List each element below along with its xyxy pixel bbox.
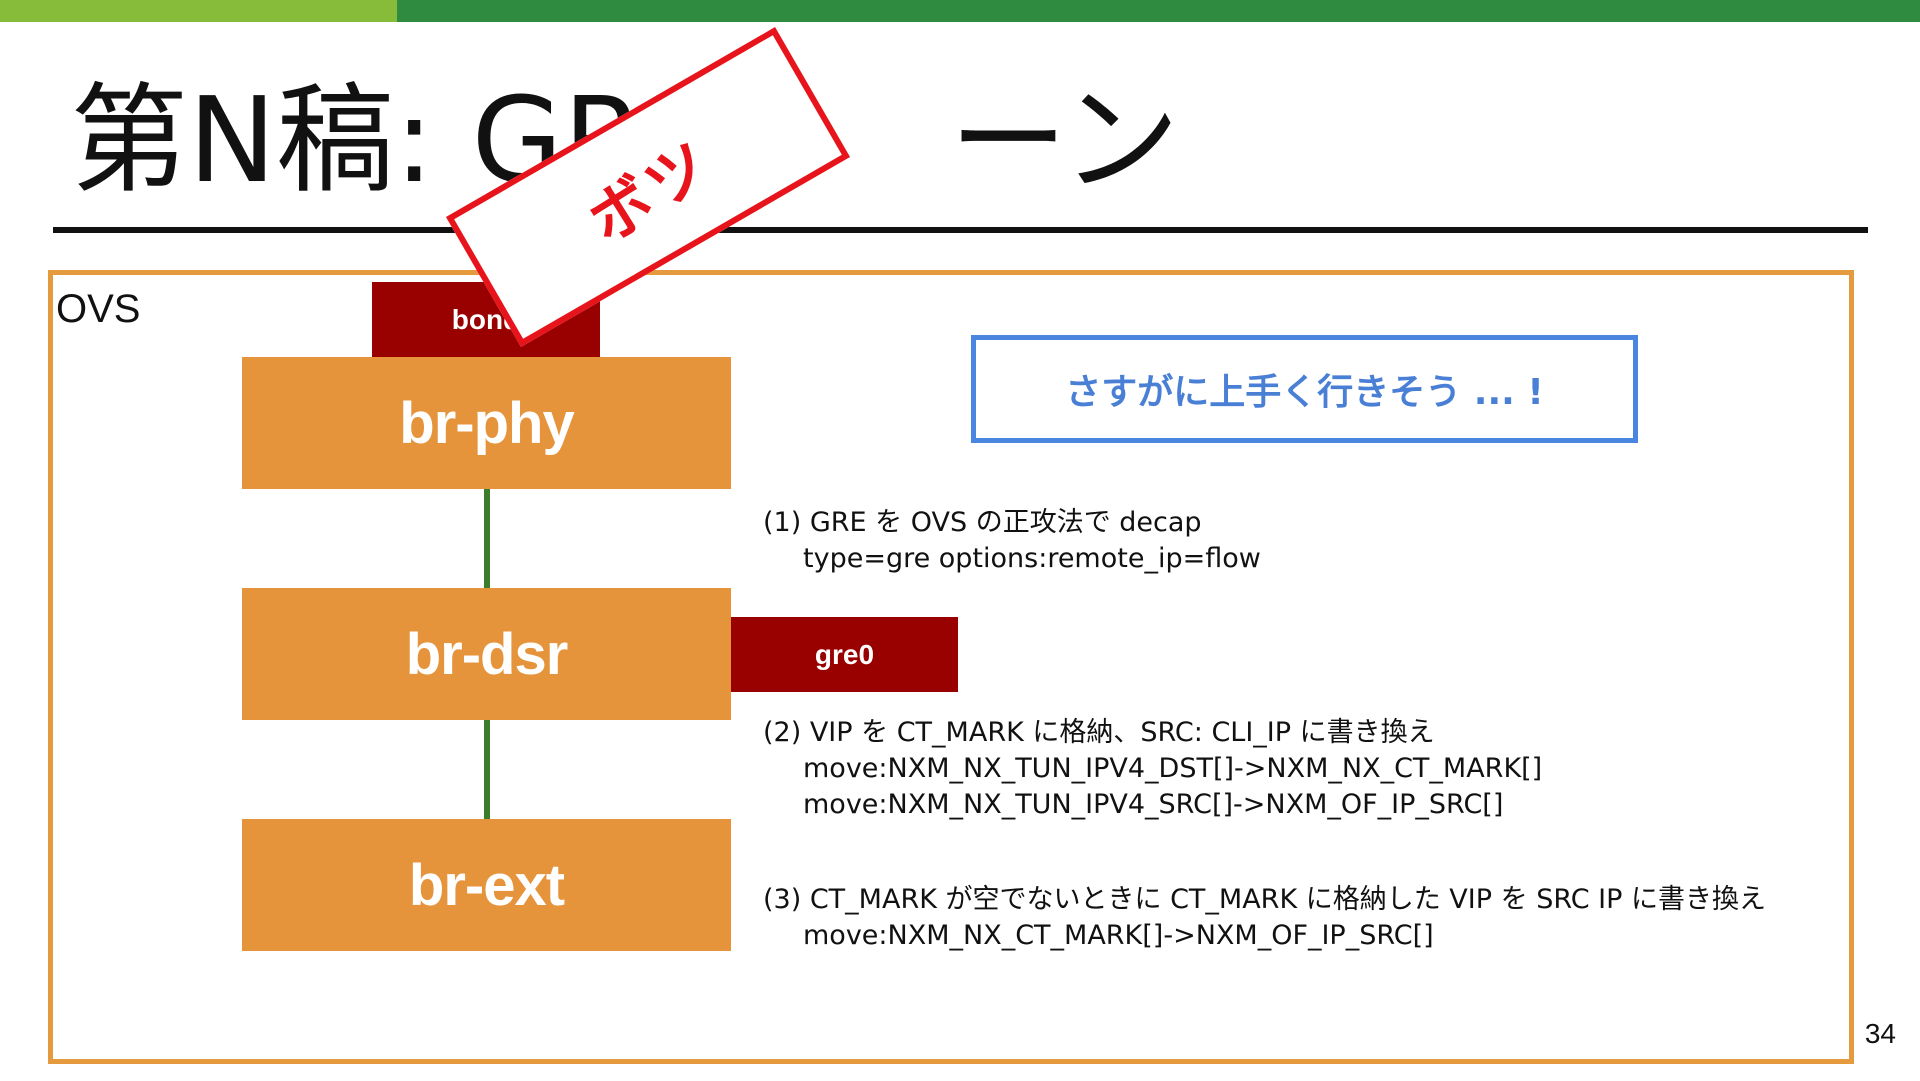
note-3-line-1: move:NXM_NX_CT_MARK[]->NXM_OF_IP_SRC[] [803,920,1434,951]
note-1-line-1: type=gre options:remote_ip=flow [803,543,1261,574]
bridge-br-phy: br-phy [242,357,731,489]
title-divider [53,227,1868,233]
top-bar-accent-light [0,0,397,22]
note-2-line-1: move:NXM_NX_TUN_IPV4_DST[]->NXM_NX_CT_MA… [803,753,1543,784]
callout-text: さすがに上手く行きそう ... ! [1065,372,1544,413]
rejected-stamp-text: ボツ [575,125,727,258]
bridge-br-ext-label: br-ext [408,852,565,918]
note-2-line-2: move:NXM_NX_TUN_IPV4_SRC[]->NXM_OF_IP_SR… [803,789,1504,820]
note-1: (1) GRE を OVS の正攻法で decap type=gre optio… [763,505,1261,577]
note-1-heading: (1) GRE を OVS の正攻法で decap [763,507,1202,538]
bridge-br-phy-label: br-phy [399,390,574,456]
note-2: (2) VIP を CT_MARK に格納、SRC: CLI_IP に書き換え … [763,715,1542,823]
port-gre0-label: gre0 [814,638,875,670]
connector-dsr-ext [484,720,490,819]
note-2-heading: (2) VIP を CT_MARK に格納、SRC: CLI_IP に書き換え [763,717,1435,748]
note-3: (3) CT_MARK が空でないときに CT_MARK に格納した VIP を… [763,882,1766,954]
bridge-br-dsr-label: br-dsr [405,621,569,687]
callout-box: さすがに上手く行きそう ... ! [971,335,1638,443]
bridge-br-dsr: br-dsr [242,588,731,720]
ovs-label: OVS [56,287,141,331]
bridge-br-ext: br-ext [242,819,731,951]
ovs-container [48,270,1854,1064]
slide-title-tail: ーン [949,71,1180,209]
page-number: 34 [1864,1018,1896,1049]
connector-phy-dsr [484,489,490,588]
top-bar-accent-dark [397,0,1920,22]
port-gre0: gre0 [731,617,958,692]
note-3-heading: (3) CT_MARK が空でないときに CT_MARK に格納した VIP を… [763,884,1767,915]
